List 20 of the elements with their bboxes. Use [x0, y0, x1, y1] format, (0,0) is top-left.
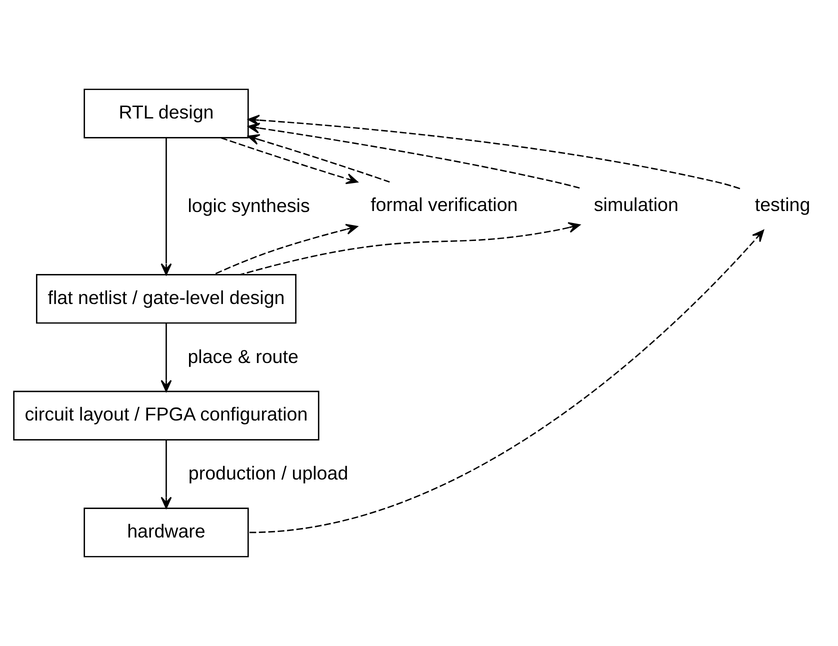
edge-label: production / upload: [188, 462, 348, 484]
arrow: [220, 137, 358, 184]
node-box: hardware: [84, 508, 249, 558]
arrow: [249, 230, 764, 534]
node-text: testing: [754, 194, 810, 216]
arrow: [213, 224, 358, 276]
arrow: [160, 323, 172, 392]
arrow: [248, 114, 742, 190]
edge-label: logic synthesis: [188, 194, 310, 216]
arrow: [160, 440, 172, 509]
arrow: [160, 138, 172, 276]
arrow: [240, 222, 580, 276]
node-text: simulation: [594, 194, 678, 216]
edge-label: place & route: [188, 346, 298, 367]
node-text: formal verification: [370, 194, 518, 216]
node-box: flat netlist / gate-level design: [36, 274, 296, 324]
arrow: [248, 122, 580, 189]
node-box: circuit layout / FPGA configuration: [13, 390, 320, 440]
arrow: [248, 134, 390, 183]
node-box: RTL design: [84, 88, 249, 138]
